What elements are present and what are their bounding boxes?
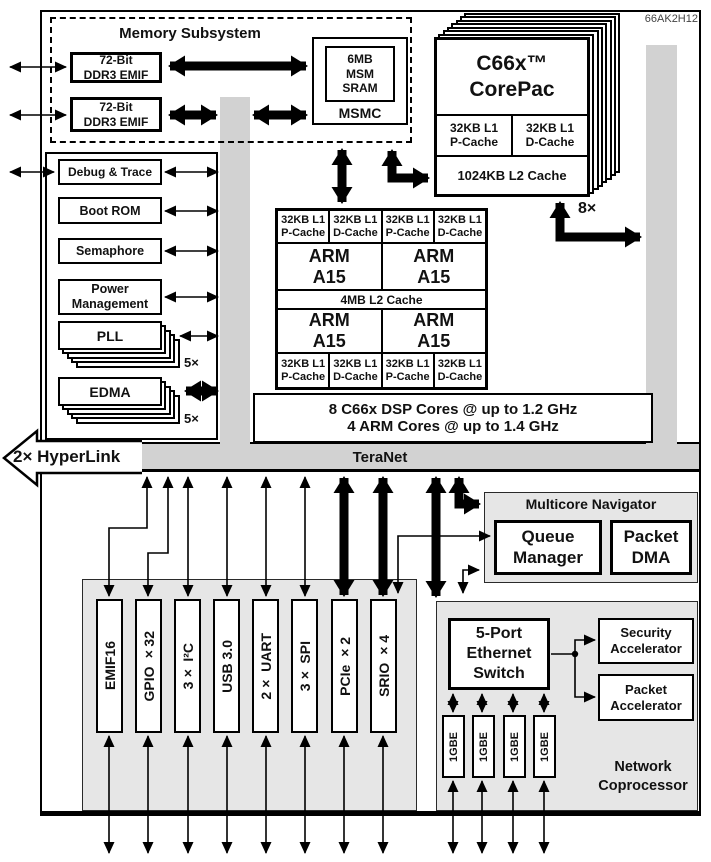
gbe-block-2: 1GBE (472, 715, 495, 778)
ddr3-emif-bottom: 72-Bit DDR3 EMIF (70, 97, 162, 132)
pll-block: PLL (58, 321, 162, 350)
arm-core-1: ARM A15 (277, 243, 382, 290)
peripheral-usb-label: USB 3.0 (218, 639, 235, 693)
arm-cluster: 32KB L1 P-Cache 32KB L1 D-Cache 32KB L1 … (275, 208, 488, 390)
part-number: 66AK2H12 (644, 13, 698, 25)
security-accelerator-block: Security Accelerator (598, 618, 694, 664)
semaphore-block: Semaphore (58, 238, 162, 264)
arm-l1d: 32KB L1 D-Cache (329, 353, 382, 388)
corepac-front-card: C66x™ CorePac 32KB L1 P-Cache 32KB L1 D-… (434, 37, 590, 197)
peripheral-srio-label: SRIO ×4 (375, 635, 392, 697)
corepac-multiplier: 8× (578, 200, 597, 217)
edma-multiplier: 5× (184, 411, 199, 426)
corepac-l2: 1024KB L2 Cache (436, 156, 588, 195)
msmc-label: MSMC (338, 105, 382, 121)
central-bus-bar (220, 97, 250, 444)
arm-l2-cache: 4MB L2 Cache (277, 290, 486, 309)
peripheral-spi: 3× SPI (291, 599, 318, 733)
peripheral-uart-label: 2× UART (257, 632, 274, 700)
edma-block: EDMA (58, 377, 162, 406)
corepac-l1p: 32KB L1 P-Cache (436, 115, 512, 156)
network-coprocessor-title: Network Coprocessor (598, 759, 688, 794)
peripheral-usb: USB 3.0 (213, 599, 240, 733)
corepac-l1d: 32KB L1 D-Cache (512, 115, 588, 156)
right-bus-bar (646, 45, 677, 444)
peripheral-emif16: EMIF16 (96, 599, 123, 733)
msm-sram-box: 6MB MSM SRAM (325, 46, 395, 102)
peripheral-pcie: PCIe ×2 (331, 599, 358, 733)
gbe-block-4: 1GBE (533, 715, 556, 778)
peripheral-i2c-label: 3× I²C (179, 642, 196, 690)
arm-l1p: 32KB L1 P-Cache (277, 210, 330, 243)
arm-core-2: ARM A15 (381, 243, 486, 290)
ddr3-emif-top: 72-Bit DDR3 EMIF (70, 52, 162, 83)
packet-dma-block: Packet DMA (610, 520, 692, 575)
ethernet-switch-block: 5-Port Ethernet Switch (448, 618, 550, 690)
memory-subsystem-box (50, 17, 412, 143)
peripheral-pcie-label: PCIe ×2 (336, 636, 353, 696)
hyperlink-label: 2× HyperLink (13, 447, 121, 466)
arm-core-3: ARM A15 (277, 309, 382, 353)
gbe-block-3: 1GBE (503, 715, 526, 778)
gbe-label: 1GBE (508, 731, 521, 762)
peripheral-gpio: GPIO ×32 (135, 599, 162, 733)
gbe-block-1: 1GBE (442, 715, 465, 778)
peripheral-uart: 2× UART (252, 599, 279, 733)
summary-line-1: 8 C66x DSP Cores @ up to 1.2 GHz (328, 401, 578, 418)
peripheral-srio: SRIO ×4 (370, 599, 397, 733)
packet-accelerator-block: Packet Accelerator (598, 674, 694, 721)
multicore-navigator-title: Multicore Navigator (525, 496, 657, 512)
core-summary-box: 8 C66x DSP Cores @ up to 1.2 GHz 4 ARM C… (253, 393, 653, 443)
gbe-label: 1GBE (538, 731, 551, 762)
corepac-title: C66x™ CorePac (436, 39, 588, 115)
arm-l1p: 32KB L1 P-Cache (277, 353, 330, 388)
queue-manager-block: Queue Manager (494, 520, 602, 575)
teranet-label: TeraNet (352, 448, 408, 466)
arm-core-4: ARM A15 (381, 309, 486, 353)
pll-multiplier: 5× (184, 355, 199, 370)
peripheral-i2c: 3× I²C (174, 599, 201, 733)
boot-rom-block: Boot ROM (58, 197, 162, 224)
teranet-bus (41, 442, 699, 472)
memory-subsystem-title: Memory Subsystem (119, 24, 261, 42)
peripherals-panel (82, 579, 417, 811)
chip-outline (40, 10, 701, 816)
debug-trace-block: Debug & Trace (58, 159, 162, 185)
power-management-block: Power Management (58, 279, 162, 315)
arm-l1p: 32KB L1 P-Cache (381, 353, 434, 388)
peripheral-emif16-label: EMIF16 (101, 641, 118, 691)
summary-line-2: 4 ARM Cores @ up to 1.4 GHz (347, 418, 559, 435)
arm-l1d: 32KB L1 D-Cache (329, 210, 382, 243)
arm-l1d: 32KB L1 D-Cache (433, 353, 486, 388)
peripheral-spi-label: 3× SPI (296, 640, 313, 692)
gbe-label: 1GBE (447, 731, 460, 762)
gbe-label: 1GBE (477, 731, 490, 762)
arm-l1p: 32KB L1 P-Cache (381, 210, 434, 243)
peripheral-gpio-label: GPIO ×32 (140, 630, 157, 702)
arm-l1d: 32KB L1 D-Cache (433, 210, 486, 243)
